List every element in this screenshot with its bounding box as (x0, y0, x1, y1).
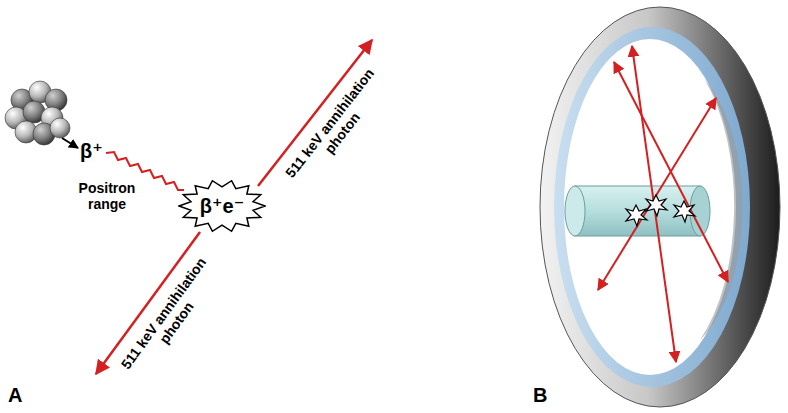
label: β⁺ (80, 140, 103, 163)
burst-label: β⁺e⁻ (200, 194, 244, 218)
pet-scanner (540, 7, 780, 407)
label: B (533, 384, 547, 407)
label: Positron range (72, 180, 142, 212)
coincidence-lines (598, 46, 728, 362)
annihilation-events (626, 195, 695, 226)
emission-arrow (62, 138, 78, 148)
nucleus (5, 81, 70, 145)
label: 511 keV annihilation photon (274, 55, 398, 201)
label: A (8, 384, 22, 407)
patient-cylinder (565, 186, 710, 236)
label: 511 keV annihilation photon (110, 244, 230, 392)
annihilation-burst: β⁺e⁻ (178, 179, 266, 233)
